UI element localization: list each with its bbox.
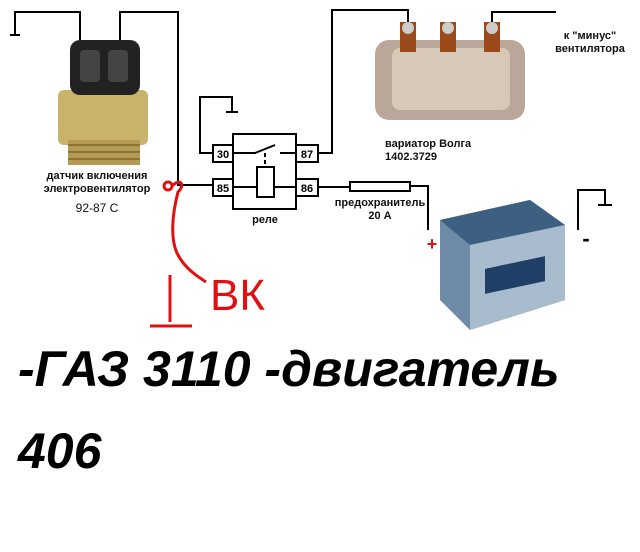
fuse-label: предохранитель 20 А [325, 197, 435, 223]
red-annotation-wire [150, 180, 207, 328]
relay-pin-85: 85 [217, 183, 229, 195]
battery-plus: + [427, 234, 438, 254]
vk-annotation: ВК [210, 271, 265, 320]
relay-pin-30: 30 [217, 149, 229, 161]
sensor-label-line2: электровентилятор [43, 183, 151, 195]
fan-minus-label-line1: к "минус" [563, 30, 617, 42]
variator-label-line1: вариатор Волга [385, 138, 472, 150]
variator-label: вариатор Волга 1402.3729 [385, 138, 495, 164]
wires [10, 9, 612, 230]
caption-line1: -ГАЗ 3110 -двигатель [18, 341, 560, 397]
battery-minus: - [582, 226, 589, 251]
temperature-sensor-image [58, 40, 148, 165]
fan-minus-label: к "минус" вентилятора [540, 30, 640, 56]
relay-label: реле [252, 214, 278, 226]
caption-line2: 406 [18, 423, 102, 479]
sensor-label: датчик включения электровентилятор 92-87… [2, 170, 192, 215]
sensor-label-line1: датчик включения [46, 170, 148, 182]
relay-pin-86: 86 [301, 183, 313, 195]
variator-label-line2: 1402.3729 [385, 151, 437, 163]
fuse [349, 181, 411, 192]
relay-pin-87: 87 [301, 149, 313, 161]
variator-image [375, 22, 525, 120]
sensor-temp: 92-87 С [75, 201, 119, 215]
fan-minus-label-line2: вентилятора [555, 43, 625, 55]
relay [212, 133, 319, 210]
fuse-label-line2: 20 А [368, 210, 392, 222]
fuse-label-line1: предохранитель [334, 197, 426, 209]
battery-image [440, 200, 565, 330]
